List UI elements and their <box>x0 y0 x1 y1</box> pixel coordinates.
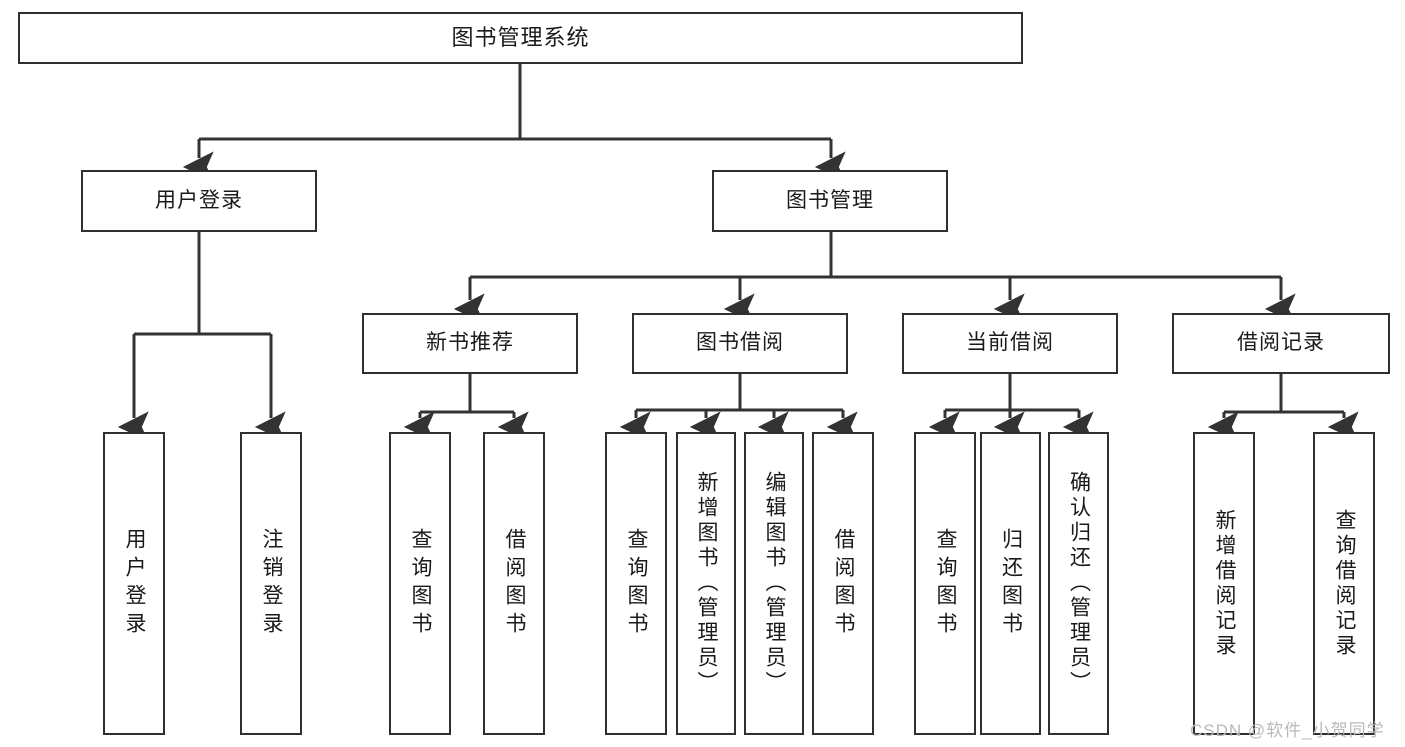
node-label: 新增图书（管理员） <box>695 471 719 696</box>
leaf-return-book[interactable]: 归还图书 <box>980 432 1041 735</box>
node-label: 借阅图书 <box>832 527 856 640</box>
node-label: 确认归还（管理员） <box>1067 471 1091 696</box>
node-book-management[interactable]: 图书管理 <box>712 170 948 232</box>
leaf-add-borrow-record[interactable]: 新增借阅记录 <box>1193 432 1255 735</box>
leaf-query-book-borrow[interactable]: 查询图书 <box>605 432 667 735</box>
node-label: 查询图书 <box>409 527 433 640</box>
leaf-edit-book-admin[interactable]: 编辑图书（管理员） <box>744 432 804 735</box>
node-label: 新书推荐 <box>426 331 514 355</box>
node-user-login[interactable]: 用户登录 <box>81 170 317 232</box>
node-label: 用户登录 <box>123 527 147 640</box>
leaf-add-book-admin[interactable]: 新增图书（管理员） <box>676 432 736 735</box>
node-label: 编辑图书（管理员） <box>763 471 787 696</box>
node-borrow-records[interactable]: 借阅记录 <box>1172 313 1390 374</box>
node-current-borrow[interactable]: 当前借阅 <box>902 313 1118 374</box>
leaf-query-book-current[interactable]: 查询图书 <box>914 432 976 735</box>
node-label: 图书管理系统 <box>451 25 590 51</box>
node-book-borrow[interactable]: 图书借阅 <box>632 313 848 374</box>
node-label: 图书管理 <box>786 188 874 212</box>
node-label: 注销登录 <box>260 527 284 640</box>
leaf-borrow-book[interactable]: 借阅图书 <box>812 432 874 735</box>
node-label: 当前借阅 <box>966 331 1054 355</box>
node-label: 查询图书 <box>934 527 958 640</box>
node-root-system[interactable]: 图书管理系统 <box>18 12 1023 64</box>
leaf-borrow-book-recommend[interactable]: 借阅图书 <box>483 432 545 735</box>
node-label: 归还图书 <box>999 527 1023 640</box>
node-label: 借阅图书 <box>503 527 527 640</box>
leaf-confirm-return-admin[interactable]: 确认归还（管理员） <box>1048 432 1109 735</box>
node-label: 查询图书 <box>625 527 649 640</box>
leaf-query-borrow-record[interactable]: 查询借阅记录 <box>1313 432 1375 735</box>
leaf-user-login[interactable]: 用户登录 <box>103 432 165 735</box>
leaf-logout-login[interactable]: 注销登录 <box>240 432 302 735</box>
node-label: 借阅记录 <box>1237 331 1325 355</box>
node-label: 新增借阅记录 <box>1213 508 1237 659</box>
csdn-watermark: CSDN @软件_小贺同学 <box>1190 721 1385 740</box>
node-label: 用户登录 <box>155 188 243 212</box>
node-label: 图书借阅 <box>696 331 784 355</box>
node-label: 查询借阅记录 <box>1333 508 1357 659</box>
node-new-book-recommend[interactable]: 新书推荐 <box>362 313 578 374</box>
leaf-query-book-recommend[interactable]: 查询图书 <box>389 432 451 735</box>
